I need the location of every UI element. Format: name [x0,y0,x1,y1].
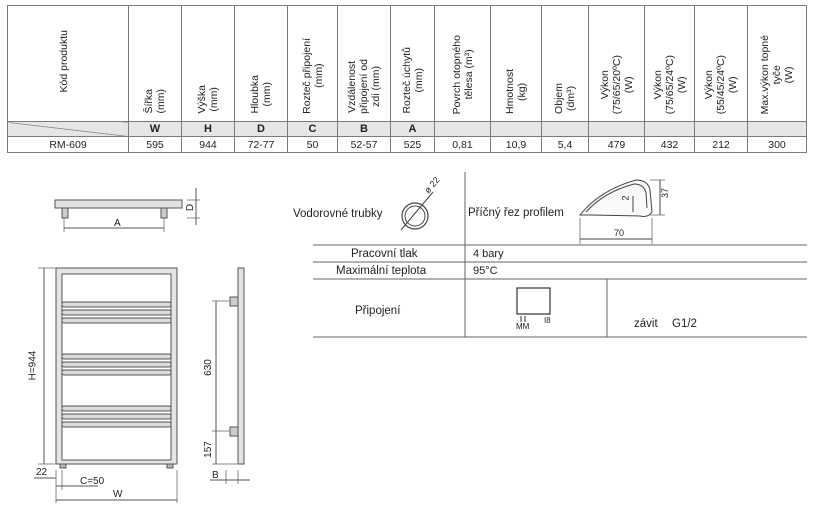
dimension-letter-cell [644,121,695,137]
table-cell: 52-57 [337,136,391,153]
table-cell: 212 [694,136,748,153]
column-header: Výkon(55/45/24ºC)(W) [694,5,748,122]
table-cell: 72-77 [234,136,288,153]
dim-c-label: C=50 [80,476,105,487]
dimension-letter-cell: D [234,121,288,137]
dim-d-label: D [185,203,197,212]
profile-label: Příčný řez profilem [468,207,564,219]
column-header: Rozteč připojení(mm) [287,5,338,122]
table-cell: 525 [390,136,435,153]
dimension-letter-cell: A [390,121,435,137]
dimension-letter-cell: W [128,121,182,137]
dim-h-label: H=944 [27,350,39,381]
dim-a-label: A [114,218,121,229]
temperature-value: 95°C [473,265,498,277]
dimension-letter-cell: B [337,121,391,137]
pressure-value: 4 bary [473,248,504,260]
connection-mm-label: MM [516,322,530,331]
column-header: Kód produktu [7,5,129,122]
table-cell: 10,9 [490,136,542,153]
connection-i8-label: I8 [544,316,551,325]
table-cell: 300 [747,136,807,153]
column-header: Výkon(75/65/20ºC)(W) [588,5,645,122]
column-header: Výška(mm) [181,5,235,122]
table-cell: 944 [181,136,235,153]
dim-630-label: 630 [202,359,214,376]
profile-37-label: 37 [660,187,671,199]
thread-value: G1/2 [672,318,697,330]
profile-2-label: 2 [620,195,631,201]
column-header: Rozteč úchytů(mm) [390,5,435,122]
table-cell: 595 [128,136,182,153]
thread-label: závit [634,318,658,330]
temperature-label: Maximální teplota [336,265,427,277]
pressure-label: Pracovní tlak [351,248,418,260]
profile-70-label: 70 [614,228,625,238]
dimension-letter-cell [434,121,491,137]
table-cell: RM-609 [7,136,129,153]
tube-label: Vodorovné trubky [293,208,383,220]
table-cell: 50 [287,136,338,153]
table-cell: 432 [644,136,695,153]
dimension-letter-cell [747,121,807,137]
column-header: Hmotnost(kg) [490,5,542,122]
connection-label: Připojení [355,305,401,317]
dim-157-label: 157 [202,441,214,458]
dim-w-label: W [113,489,123,500]
dim-b-label: B [212,470,219,481]
dim-22-label: 22 [36,467,48,478]
